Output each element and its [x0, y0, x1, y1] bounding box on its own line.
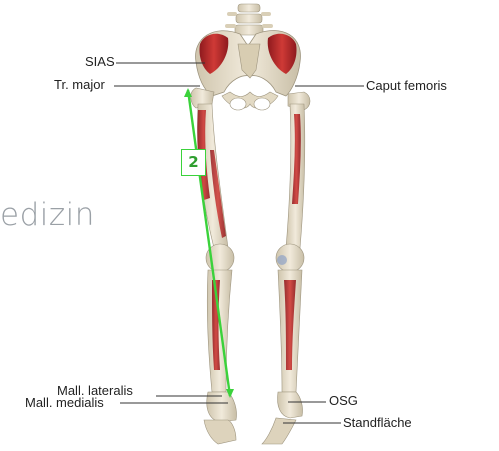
label-caput-femoris: Caput femoris: [366, 79, 447, 93]
measurement-number-badge: 2: [181, 149, 206, 176]
leader-lines: [114, 63, 364, 423]
label-mall-medialis: Mall. medialis: [25, 396, 104, 410]
label-tr-major: Tr. major: [54, 78, 105, 92]
label-sias: SIAS: [85, 55, 115, 69]
right-leg: [262, 92, 310, 444]
label-standflaeche: Standfläche: [343, 416, 412, 430]
label-osg: OSG: [329, 394, 358, 408]
lumbar-spine: [225, 4, 273, 35]
